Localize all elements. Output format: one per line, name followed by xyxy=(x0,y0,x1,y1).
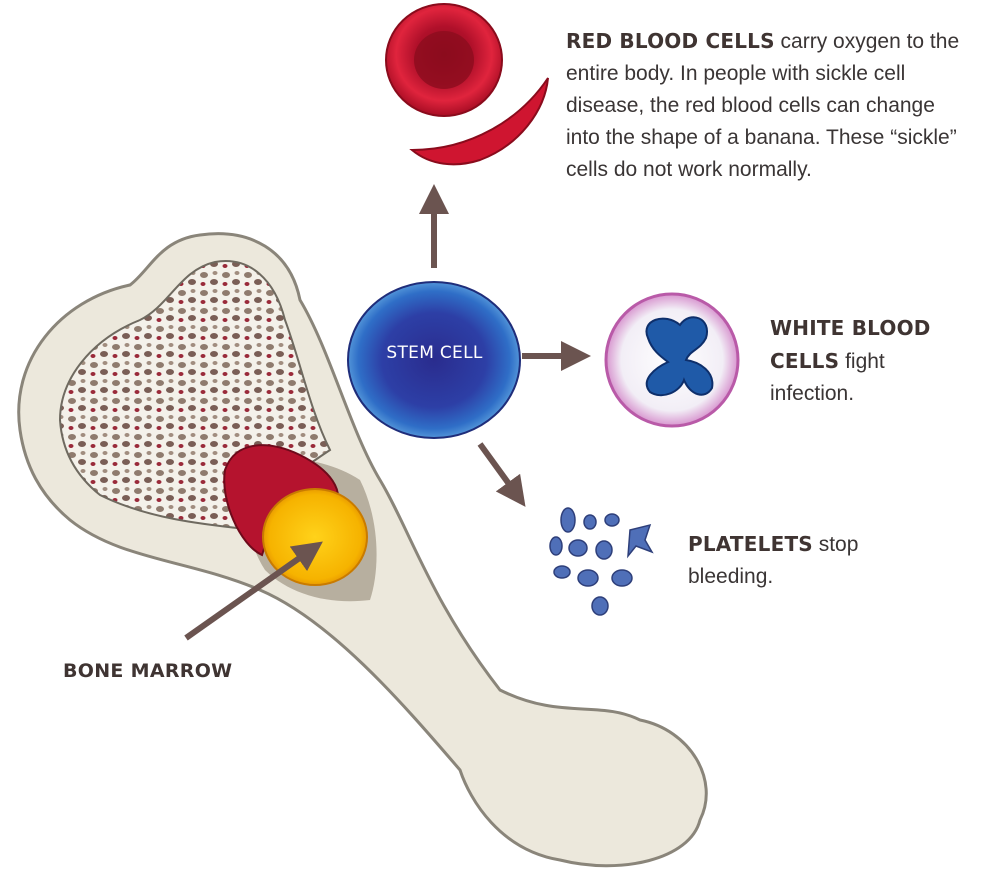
red-blood-cell xyxy=(386,4,502,116)
red-blood-cells-caption: RED BLOOD CELLS carry oxygen to the enti… xyxy=(566,25,971,186)
platelets-caption: PLATELETS stop bleeding. xyxy=(688,528,908,593)
arrow-to-platelets xyxy=(480,444,522,502)
red-blood-cells-title: RED BLOOD CELLS xyxy=(566,29,775,53)
platelets xyxy=(550,508,652,615)
white-blood-cells-caption: WHITE BLOOD CELLS fight infection. xyxy=(770,312,970,410)
white-blood-cell xyxy=(606,294,738,426)
platelets-title: PLATELETS xyxy=(688,532,813,556)
bone-marrow-label: BONE MARROW xyxy=(63,660,232,682)
stem-cell-label: STEM CELL xyxy=(362,343,507,363)
